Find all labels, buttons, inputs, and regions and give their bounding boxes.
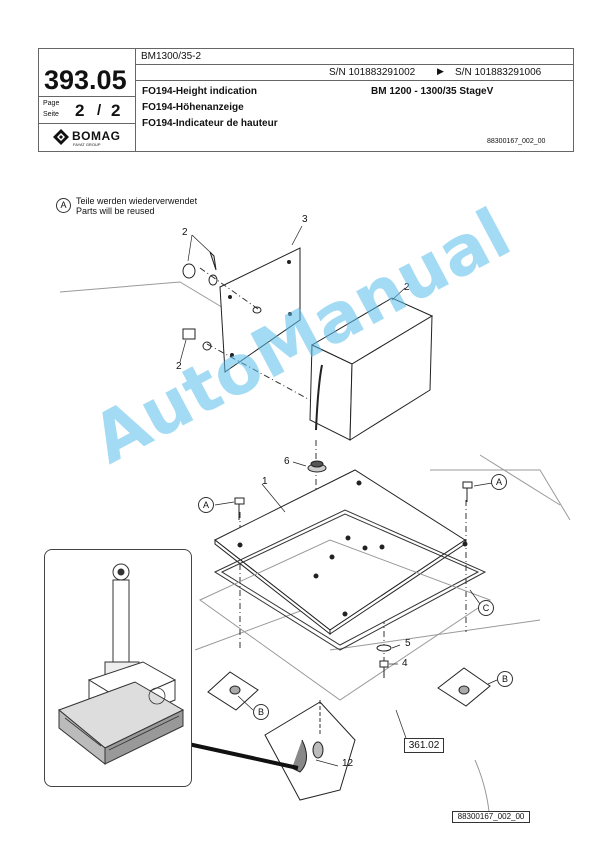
legend-text-en: Parts will be reused [76, 206, 155, 216]
title-block-rule [39, 123, 135, 124]
callout-2: 2 [404, 282, 410, 293]
serial-to: S/N 101883291006 [455, 67, 542, 78]
bracket-shield [264, 701, 356, 801]
page-current: 2 [75, 101, 85, 120]
callout-5: 5 [405, 638, 411, 649]
callout-2: 2 [182, 227, 188, 238]
marker-b: B [497, 671, 513, 687]
title-de: FO194-Höhenanzeige [142, 102, 244, 113]
screw-head [379, 660, 389, 668]
marker-c: C [478, 600, 494, 616]
title-block-rule [39, 96, 135, 97]
marker-a: A [198, 497, 214, 513]
serial-from: S/N 101883291002 [329, 67, 416, 78]
legend-marker: A [56, 198, 71, 213]
title-fr: FO194-Indicateur de hauteur [142, 118, 278, 129]
bomag-logo-icon [53, 129, 69, 145]
callout-6: 6 [284, 456, 290, 467]
title-block-divider [135, 49, 136, 151]
machine-overview-drawing [58, 563, 185, 766]
page-number: 393.05 [44, 65, 127, 95]
bolt-head [234, 497, 245, 505]
page-separator: / [97, 102, 102, 119]
page-label-en: Page [43, 100, 60, 107]
page-total: 2 [111, 101, 121, 120]
title-block: BM1300/35-2 S/N 101883291002 ▶ S/N 10188… [38, 48, 574, 152]
nut [182, 263, 196, 279]
title-block-rule [135, 80, 573, 81]
detail-inset [44, 549, 192, 787]
screw-head [182, 328, 196, 340]
doc-code-box: 88300167_002_00 [452, 811, 530, 823]
callout-12: 12 [342, 758, 354, 769]
title-block-rule [135, 64, 573, 65]
callout-1: 1 [262, 476, 268, 487]
background-contour [59, 281, 231, 313]
marker-b: B [253, 704, 269, 720]
doc-code: 88300167_002_00 [487, 138, 546, 145]
page-reference[interactable]: 361.02 [404, 738, 444, 753]
page-label-de: Seite [43, 111, 59, 118]
arrow-right-icon: ▶ [437, 66, 444, 76]
washer [208, 274, 218, 286]
callout-2: 2 [176, 361, 182, 372]
title-en: FO194-Height indication [142, 86, 258, 97]
logo-subtext: FAYAT GROUP [73, 142, 101, 147]
marker-a: A [491, 474, 507, 490]
legend-text-de: Teile werden wiederverwendet [76, 196, 198, 206]
gasket [213, 509, 487, 651]
callout-4: 4 [402, 658, 408, 669]
bolt-head [462, 481, 473, 489]
washer [376, 644, 392, 652]
hook [291, 739, 307, 773]
logo-text: BOMAG [72, 129, 121, 143]
model-label: BM1300/35-2 [141, 51, 202, 62]
machine-range: BM 1200 - 1300/35 StageV [371, 86, 494, 97]
callout-3: 3 [302, 214, 308, 225]
